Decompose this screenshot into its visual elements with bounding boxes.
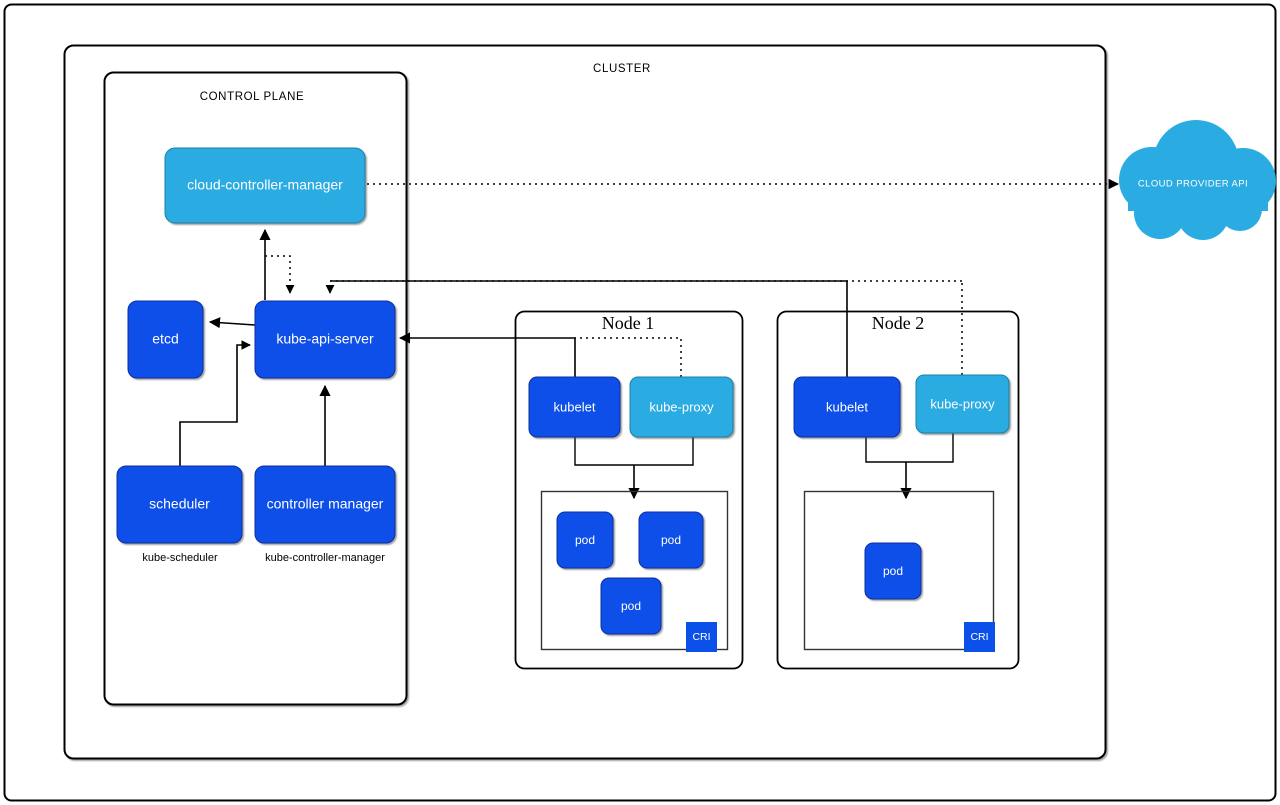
scheduler-node[interactable]: scheduler: [116, 465, 243, 544]
node-1-cri-box: [686, 622, 717, 652]
node-1-kubelet-label: kubelet: [554, 399, 596, 414]
node-2-box: [776, 310, 1020, 670]
connector-scheduler-to-apiserver: [179, 340, 251, 466]
node-2-label: Node 2: [872, 313, 925, 333]
node-1-kube-proxy-label: kube-proxy: [649, 399, 714, 414]
node-1-kube-proxy-box[interactable]: [629, 376, 734, 438]
controller-manager-label: controller manager: [267, 496, 384, 512]
cloud-icon: [1119, 120, 1276, 240]
cloud-controller-manager-box[interactable]: [164, 147, 366, 224]
node-2-pod-1-label: pod: [883, 564, 903, 578]
node-2-container-runtime-box: [803, 490, 995, 651]
image-border: [3, 3, 1277, 802]
cloud-provider-api-group[interactable]: CLOUD PROVIDER API: [1119, 120, 1276, 240]
node-1-kubelet-box[interactable]: [528, 376, 621, 438]
node-1-pod-2-label: pod: [661, 533, 681, 547]
connector-layer: CLOUD PROVIDER API (dotted) --> cloud-co…: [179, 178, 1120, 500]
node-1-pod-2-box[interactable]: [638, 511, 704, 569]
node-1-pod-1[interactable]: pod: [556, 511, 614, 569]
connector-node2-kubelet-to-apiserver: [330, 280, 848, 377]
node-1-box: [514, 310, 744, 670]
cloud-controller-manager-label: cloud-controller-manager: [187, 177, 343, 193]
etcd-label: etcd: [152, 331, 178, 347]
node-1-pod-2[interactable]: pod: [638, 511, 704, 569]
node-1-pod-3-label: pod: [621, 599, 641, 613]
node-1-kubelet[interactable]: kubelet: [528, 376, 621, 438]
node-2-kubelet-label: kubelet: [826, 399, 868, 414]
connector-node2-kubelet-proxy-join: [865, 433, 954, 463]
cloud-provider-api-label: CLOUD PROVIDER API: [1138, 179, 1248, 190]
kube-api-server-box[interactable]: [254, 300, 396, 379]
node-1-label: Node 1: [602, 313, 655, 333]
connector-node1-kubeproxy-to-apiserver: [575, 337, 682, 377]
scheduler-box[interactable]: [116, 465, 243, 544]
node-1-kube-proxy[interactable]: kube-proxy: [629, 376, 734, 438]
kube-scheduler-caption: kube-scheduler: [142, 552, 218, 564]
kube-controller-manager-caption: kube-controller-manager: [265, 552, 385, 564]
node-2-pod-1[interactable]: pod: [864, 542, 922, 600]
node-1-cri-label: CRI: [692, 631, 710, 643]
control-plane-label: CONTROL PLANE: [200, 91, 305, 103]
kube-api-server-label: kube-api-server: [276, 331, 374, 347]
node-2-cri-box: [964, 622, 995, 652]
node-1-group: Node 1 kubelet kube-proxy pod pod pod CR…: [514, 310, 744, 670]
node-1-pod-1-box[interactable]: [556, 511, 614, 569]
cloud-controller-manager-node[interactable]: cloud-controller-manager: [164, 147, 366, 224]
node-2-cri-badge: CRI: [964, 622, 995, 652]
node-2-cri-label: CRI: [970, 631, 988, 643]
controller-manager-node[interactable]: controller manager: [254, 465, 396, 544]
node-2-group: Node 2 kubelet kube-proxy pod CRI: [776, 310, 1020, 670]
connector-ccm-to-apiserver: [265, 255, 295, 294]
node-1-pod-3[interactable]: pod: [600, 577, 662, 635]
etcd-box[interactable]: [127, 300, 204, 379]
node-2-kubelet[interactable]: kubelet: [793, 376, 901, 438]
node-2-kube-proxy[interactable]: kube-proxy: [915, 374, 1010, 434]
node-2-kube-proxy-label: kube-proxy: [930, 396, 995, 411]
scheduler-label: scheduler: [149, 496, 210, 512]
node-1-container-runtime-box: [540, 490, 729, 651]
node-1-cri-badge: CRI: [686, 622, 717, 652]
node-2-kube-proxy-box[interactable]: [915, 374, 1010, 434]
control-plane-box: [103, 71, 408, 706]
connector-apiserver-to-etcd: [208, 317, 256, 329]
node-2-pod-1-box[interactable]: [864, 542, 922, 600]
node-2-kubelet-box[interactable]: [793, 376, 901, 438]
control-plane-group: CONTROL PLANE: [103, 71, 408, 706]
control-plane-components: cloud-controller-manager etcd kube-api-s…: [116, 147, 396, 564]
controller-manager-box[interactable]: [254, 465, 396, 544]
node-1-pod-3-box[interactable]: [600, 577, 662, 635]
node-1-pod-1-label: pod: [575, 533, 595, 547]
cluster-label: CLUSTER: [593, 63, 651, 75]
etcd-node[interactable]: etcd: [127, 300, 204, 379]
kube-api-server-node[interactable]: kube-api-server: [254, 300, 396, 379]
